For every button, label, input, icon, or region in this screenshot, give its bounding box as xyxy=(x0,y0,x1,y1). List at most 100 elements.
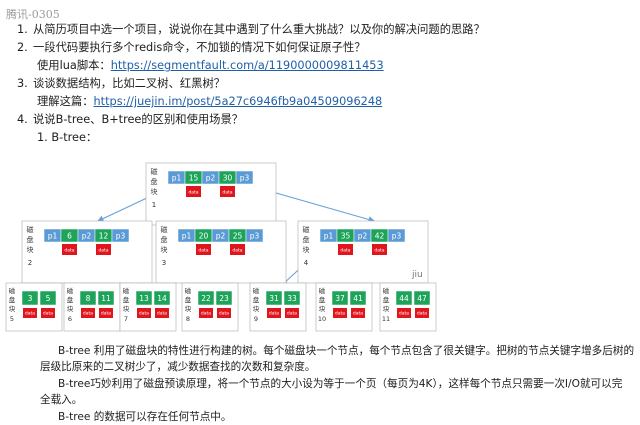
level2-node-4-key-label: 42 xyxy=(375,232,385,241)
level2-node-3-id: 3 xyxy=(162,259,166,267)
level2-node-4-key-label: 35 xyxy=(341,232,351,241)
leaf-node-8-key-label: 23 xyxy=(219,294,229,303)
leaf-node-6-block-label: 磁 xyxy=(67,286,74,295)
leaf-node-8 xyxy=(181,282,239,332)
leaf-node-11-block-label: 盘 xyxy=(383,295,390,304)
level2-node-2-key-label: 12 xyxy=(99,232,109,241)
leaf-node-11-id: 11 xyxy=(382,315,390,323)
leaf-node-9-id: 9 xyxy=(254,315,258,323)
level2-node-3-data-label: data xyxy=(198,248,208,254)
leaf-node-9-block-label: 盘 xyxy=(253,295,260,304)
leaf-node-7-block-label: 磁 xyxy=(123,286,130,295)
level2-node-2-data-cell xyxy=(62,244,77,255)
level2-node-3-ptr-cell xyxy=(245,228,264,243)
leaf-node-9-data-cell xyxy=(267,308,281,318)
leaf-node-6-data-cell xyxy=(81,308,95,318)
leaf-node-10-key-cell xyxy=(331,290,349,306)
leaf-node-8-id: 8 xyxy=(186,315,190,323)
lua-script-link[interactable]: https://segmentfault.com/a/1190000009811… xyxy=(110,59,384,72)
level2-node-3-block-label: 磁 xyxy=(161,225,168,234)
level2-node-3-data-label: data xyxy=(232,248,242,254)
leaf-node-9 xyxy=(249,282,307,332)
leaf-node-7-block-label: 盘 xyxy=(123,295,130,304)
paragraph-line-5: B-tree 的数据可以存在任何节点中。 xyxy=(58,411,232,423)
level2-node-4-data-label: data xyxy=(374,248,384,254)
level2-node-4-data-cell xyxy=(372,244,387,255)
paragraph-line-4: 全载入。 xyxy=(40,394,83,406)
leaf-node-9-key-cell xyxy=(283,290,301,306)
level2-node-4-ptr-label: p3 xyxy=(392,232,402,241)
level2-node-2-ptr-label: p1 xyxy=(48,232,58,241)
root-node-data-label: data xyxy=(222,190,232,196)
level2-node-2-ptr-label: p2 xyxy=(82,232,92,241)
root-node-ptr-cell xyxy=(235,170,254,185)
root-node-data-cell xyxy=(186,186,201,197)
leaf-node-10-block-label: 磁 xyxy=(319,286,326,295)
root-node-ptr-label: p3 xyxy=(240,174,250,183)
root-node-data-label: data xyxy=(188,190,198,196)
leaf-node-6-data-cell xyxy=(99,308,113,318)
leaf-node-10-data-cell xyxy=(351,308,365,318)
level2-node-2-key-label: 6 xyxy=(67,232,72,241)
leaf-node-5-block-label: 盘 xyxy=(9,295,16,304)
level2-node-2-id: 2 xyxy=(28,259,32,267)
paragraph-line-1: B-tree 利用了磁盘块的特性进行构建的树。每个磁盘块一个节点，每个节点包含了… xyxy=(58,345,635,357)
leaf-node-7-id: 7 xyxy=(124,315,128,323)
leaf-node-10-block-label: 块 xyxy=(319,304,326,313)
leaf-node-11-key-cell xyxy=(395,290,413,306)
level2-node-4-id: 4 xyxy=(304,259,309,267)
leaf-node-6-block-label: 盘 xyxy=(67,295,74,304)
leaf-node-7 xyxy=(119,282,177,332)
leaf-node-5-data-label: data xyxy=(25,311,35,317)
leaf-node-5-id: 5 xyxy=(10,315,14,323)
leaf-node-5-data-cell xyxy=(23,308,37,318)
leaf-node-11-data-label: data xyxy=(399,311,409,317)
level2-node-2-block-label: 盘 xyxy=(27,235,34,244)
leaf-node-6-id: 6 xyxy=(68,315,72,323)
leaf-node-8-block-label: 块 xyxy=(185,304,192,313)
level2-node-4-block-label: 磁 xyxy=(303,225,310,234)
leaf-node-5 xyxy=(5,282,63,332)
leaf-node-10-block-label: 盘 xyxy=(319,295,326,304)
leaf-node-5-data-cell xyxy=(41,308,55,318)
watermark: jiu xyxy=(412,270,423,280)
leaf-node-9-data-label: data xyxy=(287,311,297,317)
leaf-node-11-data-cell xyxy=(397,308,411,318)
leaf-node-11-data-label: data xyxy=(417,311,427,317)
level2-node-2-data-label: data xyxy=(98,248,108,254)
paragraph-line-3: B-tree巧妙利用了磁盘预读原理，将一个节点的大小设为等于一个页（每页为4K）… xyxy=(58,378,623,390)
leaf-node-5-key-cell xyxy=(39,290,57,306)
question-3-answer: 理解这篇：https://juejin.im/post/5a27c6946fb9… xyxy=(37,95,383,108)
leaf-node-11-key-label: 44 xyxy=(399,294,409,303)
leaf-node-7-data-cell xyxy=(137,308,151,318)
leaf-node-9-block-label: 磁 xyxy=(253,286,260,295)
leaf-node-11-key-cell xyxy=(413,290,431,306)
leaf-node-8-key-label: 22 xyxy=(201,294,211,303)
leaf-node-9-key-label: 31 xyxy=(269,294,279,303)
level2-node-3-ptr-label: p2 xyxy=(216,232,226,241)
root-node-key-label: 30 xyxy=(223,174,233,183)
leaf-node-10-data-label: data xyxy=(353,311,363,317)
leaf-node-5-key-label: 5 xyxy=(46,294,51,303)
level2-node-4-block-label: 块 xyxy=(303,245,310,254)
leaf-node-8-data-label: data xyxy=(201,311,211,317)
level2-node-4-ptr-label: p2 xyxy=(358,232,368,241)
level2-node-4-ptr-label: p1 xyxy=(324,232,334,241)
root-node xyxy=(145,162,277,226)
leaf-node-11-data-cell xyxy=(415,308,429,318)
level2-node-3-key-label: 20 xyxy=(199,232,209,241)
leaf-node-6-key-label: 11 xyxy=(101,294,111,303)
juejin-article-link[interactable]: https://juejin.im/post/5a27c6946fb9a0450… xyxy=(93,95,383,108)
root-node-id: 1 xyxy=(152,201,156,209)
leaf-node-7-key-cell xyxy=(153,290,171,306)
leaf-node-9-key-cell xyxy=(265,290,283,306)
level2-node-3 xyxy=(155,220,287,284)
leaf-node-7-key-cell xyxy=(135,290,153,306)
page-header: 腾讯-0305 xyxy=(6,8,60,21)
root-node-block-label: 盘 xyxy=(151,177,158,186)
leaf-node-8-block-label: 磁 xyxy=(185,286,192,295)
level2-node-4-data-cell xyxy=(338,244,353,255)
level2-node-2-block-label: 磁 xyxy=(27,225,34,234)
level2-node-4-ptr-cell xyxy=(387,228,406,243)
leaf-node-6 xyxy=(63,282,121,332)
